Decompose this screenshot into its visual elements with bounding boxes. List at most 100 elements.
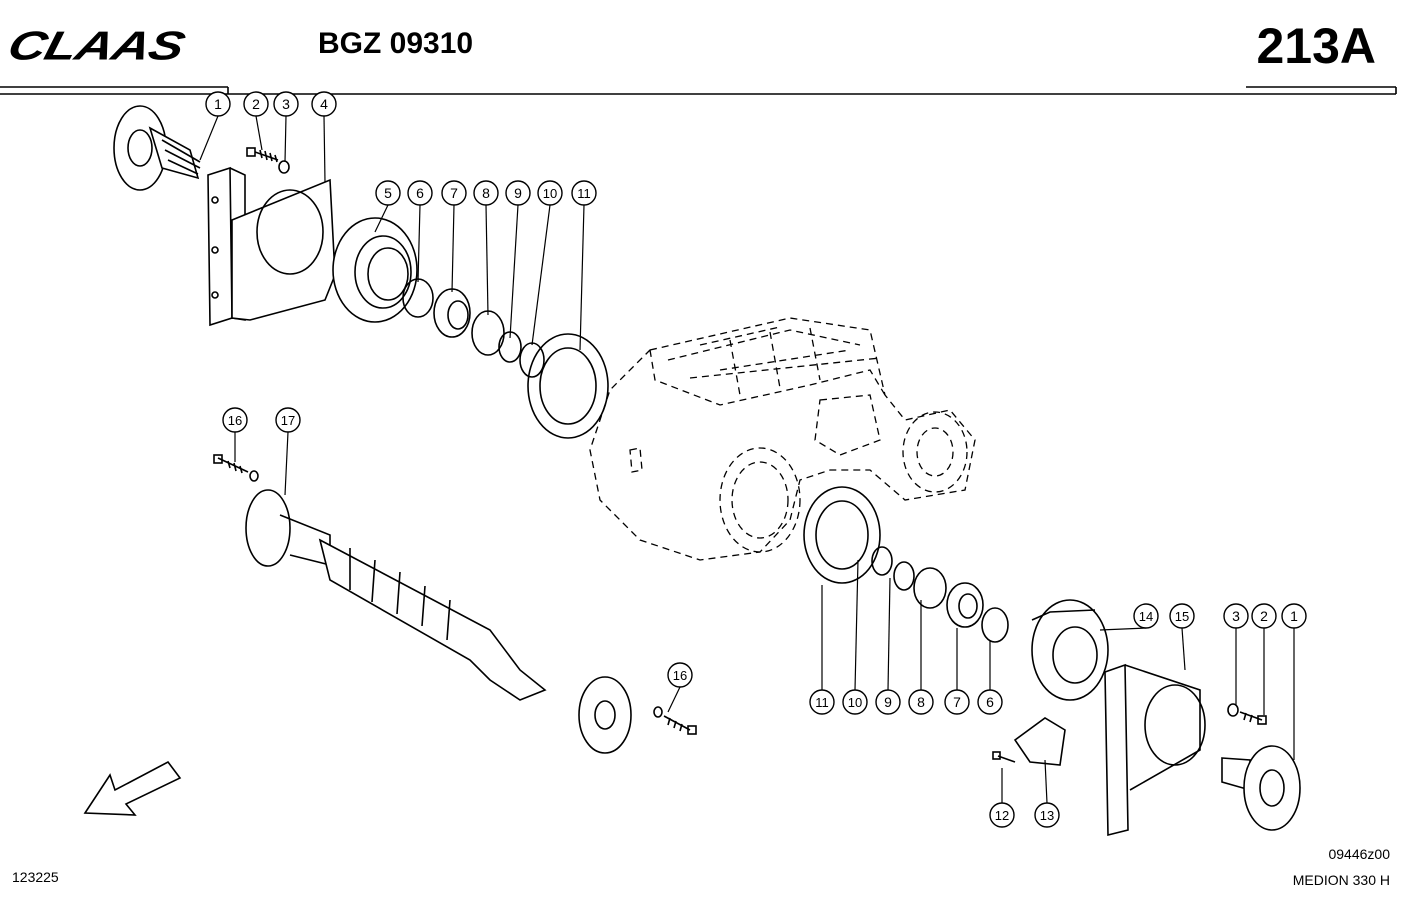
callout-label: 7 <box>450 185 458 201</box>
bolt-top <box>246 147 279 163</box>
callout-circle <box>243 91 269 117</box>
callout-top-row-3: 7 <box>441 180 467 293</box>
cover-piece <box>1013 717 1066 766</box>
callout-circle <box>441 180 467 206</box>
gearbox-housing-dashed <box>589 317 976 561</box>
callout-circle <box>667 662 693 688</box>
callout-right-3: 3 <box>1223 603 1249 705</box>
callout-circle <box>1169 603 1195 629</box>
callout-circle <box>944 689 970 715</box>
cardan-drive-shaft <box>245 489 632 754</box>
callout-bottom-row-3: 9 <box>875 577 901 715</box>
shim-ring-bottom <box>913 567 947 609</box>
callout-circle <box>1133 603 1159 629</box>
callout-label: 6 <box>416 185 424 201</box>
callout-label: 6 <box>986 694 994 710</box>
leader-line <box>199 115 219 161</box>
callout-bottom-row-6: 6 <box>977 640 1003 715</box>
leader-line <box>509 204 519 339</box>
leader-line <box>667 686 681 713</box>
bearing-housing-top <box>332 217 418 323</box>
callout-shaft-end-1: 16 <box>667 662 693 713</box>
gasket-top <box>527 333 609 439</box>
leader-line <box>1044 759 1048 804</box>
frame-lines <box>0 86 1397 95</box>
callout-label: 7 <box>953 694 961 710</box>
bolt-shaft-left <box>213 454 249 474</box>
callout-right-2: 15 <box>1169 603 1195 671</box>
washer-bottom <box>1227 703 1239 717</box>
callout-label: 4 <box>320 96 328 112</box>
callout-circle <box>842 689 868 715</box>
callout-bottom-1: 12 <box>989 768 1015 828</box>
document-code: BGZ 09310 <box>318 27 474 60</box>
callout-top-left-2: 2 <box>243 91 269 151</box>
callout-label: 11 <box>577 186 591 201</box>
callout-circle <box>375 180 401 206</box>
leader-line <box>255 115 263 151</box>
leader-line <box>417 204 421 283</box>
screw-bottom <box>992 751 1016 763</box>
callout-bottom-row-2: 10 <box>842 559 868 715</box>
leader-line <box>485 204 489 316</box>
callout-top-row-2: 6 <box>407 180 433 283</box>
callout-label: 14 <box>1139 609 1153 624</box>
callout-label: 5 <box>384 185 392 201</box>
callout-top-left-1: 1 <box>199 91 231 161</box>
callout-circle <box>809 689 835 715</box>
callout-shaft-1: 16 <box>222 407 248 462</box>
callout-bottom-row-1: 11 <box>809 585 835 715</box>
bearing-housing-bottom <box>1031 599 1109 701</box>
callout-circle <box>1034 802 1060 828</box>
callout-circle <box>908 689 934 715</box>
callout-label: 11 <box>815 695 829 710</box>
page-number: 213A <box>1256 18 1376 74</box>
leader-line <box>374 204 389 233</box>
callout-circle <box>205 91 231 117</box>
callout-label: 9 <box>884 694 892 710</box>
leader-line <box>1181 627 1186 671</box>
callout-circle <box>537 180 563 206</box>
callout-label: 15 <box>1175 609 1189 624</box>
callout-top-row-1: 5 <box>374 180 401 233</box>
callout-label: 10 <box>848 695 862 710</box>
footer-left-code: 123225 <box>12 869 59 885</box>
callout-label: 17 <box>281 413 295 428</box>
callout-label: 1 <box>1290 608 1298 624</box>
callout-label: 1 <box>214 96 222 112</box>
drawing-number: 09446z00 <box>1328 846 1390 862</box>
callout-label: 9 <box>514 185 522 201</box>
callout-label: 3 <box>282 96 290 112</box>
callout-circle <box>1251 603 1277 629</box>
callout-top-row-7: 11 <box>571 180 597 351</box>
leader-line <box>1099 627 1147 631</box>
callout-top-row-5: 9 <box>505 180 531 339</box>
callout-right-1: 14 <box>1099 603 1159 631</box>
callout-label: 16 <box>673 668 687 683</box>
leader-line <box>451 204 455 293</box>
direction-arrow <box>83 760 182 816</box>
callout-circle <box>275 407 301 433</box>
callout-label: 3 <box>1232 608 1240 624</box>
mounting-bracket-bottom <box>1104 663 1206 837</box>
callout-label: 8 <box>917 694 925 710</box>
gasket-bottom <box>803 486 881 584</box>
callout-top-left-4: 4 <box>311 91 337 183</box>
callout-top-row-6: 10 <box>531 180 563 346</box>
callout-circle <box>977 689 1003 715</box>
callout-label: 12 <box>995 808 1009 823</box>
callout-circle <box>273 91 299 117</box>
bearing-bottom <box>946 582 984 628</box>
callout-label: 2 <box>1260 608 1268 624</box>
callout-circle <box>407 180 433 206</box>
callout-bottom-row-5: 7 <box>944 628 970 715</box>
callout-top-row-4: 8 <box>473 180 499 316</box>
callout-circle <box>505 180 531 206</box>
leader-line <box>323 115 326 183</box>
bolt-shaft-right <box>663 715 697 735</box>
snap-ring-bottom <box>893 561 915 591</box>
callout-circle <box>311 91 337 117</box>
